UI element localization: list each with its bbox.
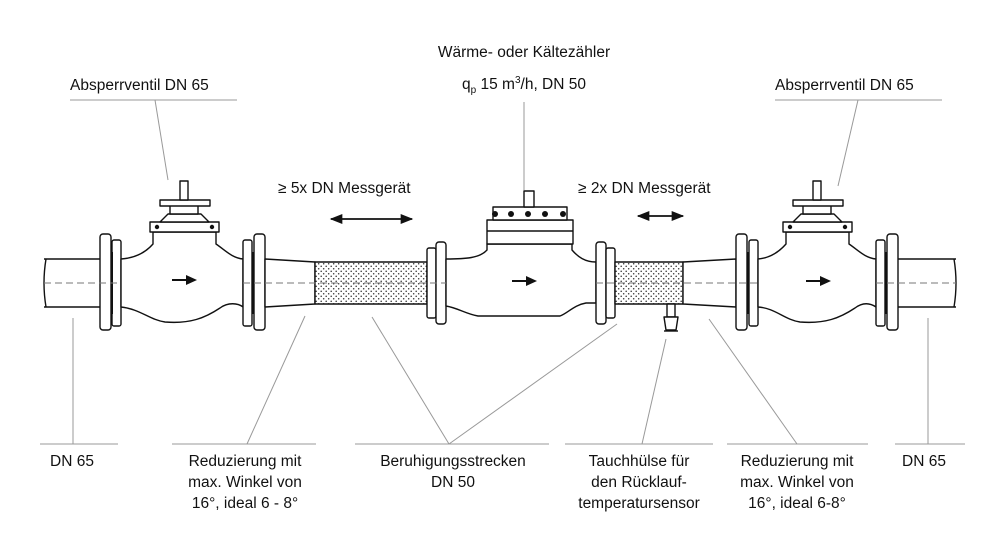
meter-spec: qp 15 m3/h, DN 50 (462, 75, 586, 96)
calming-sections-label: Beruhigungsstrecken DN 50 (380, 453, 526, 491)
immersion-sleeve (663, 303, 679, 332)
leader-lines (40, 99, 965, 445)
reduction-right-label: Reduzierung mit max. Winkel von 16°, ide… (740, 453, 854, 512)
calming-section-downstream (614, 261, 684, 305)
valve-left-label: Absperrventil DN 65 (70, 77, 209, 94)
flange-right-1 (735, 233, 759, 331)
heat-meter (445, 190, 597, 317)
immersion-sleeve-label: Tauchhülse für den Rücklauf- temperaturs… (578, 453, 700, 512)
distance-upstream-label: ≥ 5x DN Messgerät (278, 180, 411, 197)
dn-left-label: DN 65 (50, 453, 94, 470)
reduction-left-label: Reduzierung mit max. Winkel von 16°, ide… (188, 453, 302, 512)
valve-left (120, 180, 244, 324)
distance-downstream-label: ≥ 2x DN Messgerät (578, 180, 711, 197)
meter-title: Wärme- oder Kältezähler (437, 44, 611, 61)
valve-right-label: Absperrventil DN 65 (775, 77, 914, 94)
flange-left-1 (99, 233, 122, 331)
valve-right (757, 180, 877, 324)
flange-right-2 (875, 233, 899, 331)
dn-right-label: DN 65 (902, 453, 946, 470)
flow-arrows (172, 275, 831, 286)
flange-left-2 (242, 233, 266, 331)
